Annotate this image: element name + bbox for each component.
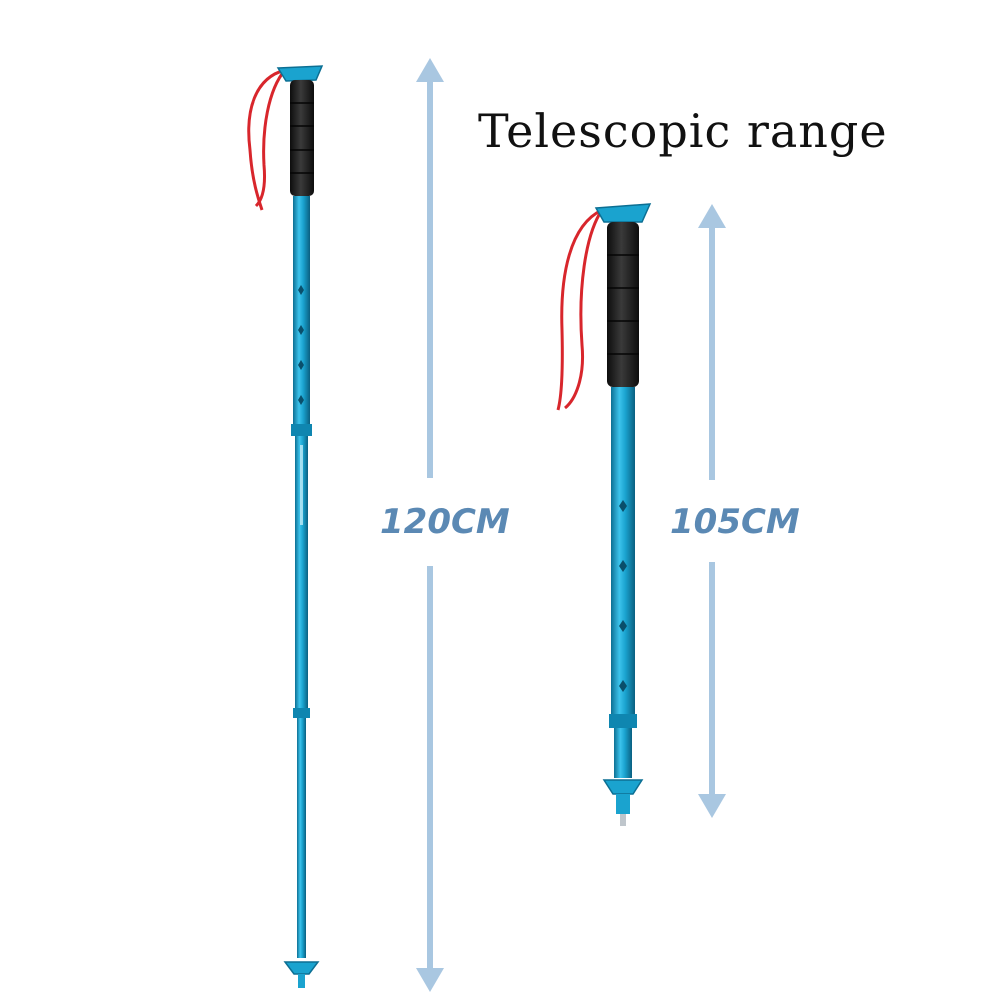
double-arrow-icon xyxy=(698,204,726,818)
upper-shaft xyxy=(293,196,310,428)
lock-collar xyxy=(293,708,310,718)
pole-top-cap xyxy=(276,65,324,82)
upper-shaft xyxy=(611,387,635,717)
pole-tip xyxy=(616,794,630,814)
foam-grip xyxy=(290,80,314,196)
middle-shaft xyxy=(295,436,308,712)
wrist-strap xyxy=(556,208,604,411)
wrist-strap xyxy=(247,68,287,211)
image-title: Telescopic range xyxy=(478,104,888,158)
double-arrow-icon xyxy=(416,58,444,992)
pole-basket xyxy=(283,961,320,975)
pole-extended xyxy=(247,65,324,988)
lower-shaft xyxy=(297,718,306,958)
collapsed-length-label: 105CM xyxy=(670,502,800,542)
pole-tip xyxy=(298,974,305,988)
pole-top-cap xyxy=(594,203,652,223)
lock-collar xyxy=(609,714,637,728)
lock-collar xyxy=(291,424,312,436)
pole-collapsed xyxy=(556,203,652,826)
extended-length-label: 120CM xyxy=(380,502,510,542)
pole-basket xyxy=(602,779,644,795)
lower-shaft xyxy=(614,728,632,778)
foam-grip xyxy=(607,222,639,387)
